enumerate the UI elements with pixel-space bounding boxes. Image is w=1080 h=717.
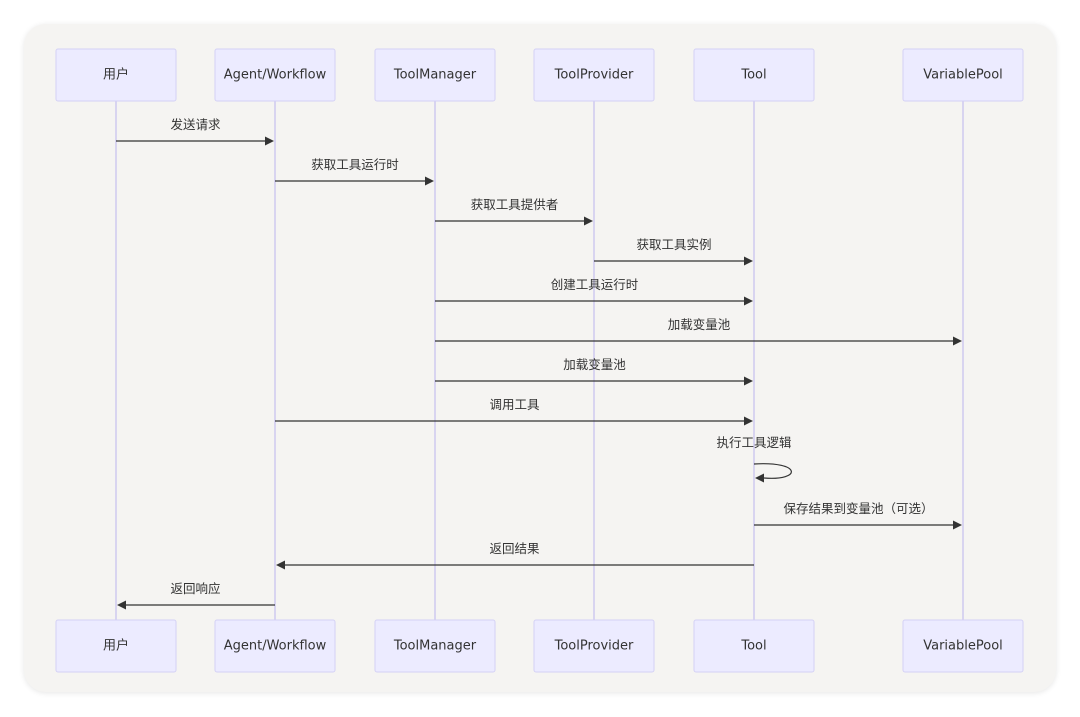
message-label: 调用工具 [489, 397, 540, 412]
arrowhead [425, 176, 434, 186]
actor-toolmanager-top: ToolManager [374, 48, 496, 102]
arrowhead [276, 560, 285, 570]
message-11: 返回结果 [276, 541, 754, 570]
actor-box [902, 48, 1024, 102]
message-label: 加载变量池 [563, 357, 626, 372]
arrowhead [744, 256, 753, 266]
actor-box [693, 619, 815, 673]
actors-bottom: 用户 Agent/Workflow ToolManager ToolProvider T… [55, 619, 1024, 673]
lifelines [115, 101, 964, 620]
arrowhead [117, 600, 126, 610]
arrowhead [265, 136, 274, 146]
message-label: 返回响应 [170, 581, 220, 596]
actor-tool-bottom: Tool [693, 619, 815, 673]
actor-box [214, 619, 336, 673]
actor-label: 用户 [103, 638, 129, 654]
message-label: 执行工具逻辑 [716, 435, 791, 450]
actor-box [533, 48, 655, 102]
message-line [753, 463, 792, 479]
message-7: 加载变量池 [435, 357, 753, 386]
diagram-card [24, 24, 1056, 692]
actor-toolprovider-top: ToolProvider [533, 48, 655, 102]
message-label: 返回结果 [489, 541, 540, 556]
message-label: 获取工具提供者 [471, 197, 559, 212]
message-label: 发送请求 [170, 117, 221, 132]
message-5: 创建工具运行时 [435, 277, 753, 306]
message-label: 创建工具运行时 [551, 277, 639, 292]
message-9: 执行工具逻辑 [716, 435, 792, 483]
messages: 发送请求获取工具运行时获取工具提供者获取工具实例创建工具运行时加载变量池加载变量… [116, 117, 962, 610]
actor-box [55, 48, 177, 102]
message-label: 获取工具实例 [636, 237, 711, 252]
actor-label: Tool [740, 639, 766, 654]
message-label: 获取工具运行时 [311, 157, 399, 172]
actor-label: VariablePool [923, 639, 1003, 654]
arrowhead [744, 376, 753, 386]
actors-top: 用户 Agent/Workflow ToolManager ToolProvider T… [55, 48, 1024, 102]
actor-variablepool-top: VariablePool [902, 48, 1024, 102]
message-1: 发送请求 [116, 117, 274, 146]
arrowhead [953, 520, 962, 530]
actor-box [374, 48, 496, 102]
arrowhead [953, 336, 962, 346]
actor-toolmanager-bottom: ToolManager [374, 619, 496, 673]
actor-label: ToolManager [393, 68, 477, 83]
actor-tool-top: Tool [693, 48, 815, 102]
actor-label: ToolProvider [554, 68, 634, 83]
arrowhead [744, 296, 753, 306]
message-label: 保存结果到变量池（可选） [783, 501, 933, 516]
arrowhead [755, 473, 764, 483]
actor-label: ToolProvider [554, 639, 634, 654]
message-8: 调用工具 [275, 397, 753, 426]
arrowhead [744, 416, 753, 426]
message-10: 保存结果到变量池（可选） [754, 501, 962, 530]
actor-label: Agent/Workflow [224, 639, 327, 654]
message-12: 返回响应 [117, 581, 275, 610]
message-label: 加载变量池 [668, 317, 731, 332]
message-2: 获取工具运行时 [275, 157, 434, 186]
message-3: 获取工具提供者 [435, 197, 593, 226]
actor-agent-top: Agent/Workflow [214, 48, 336, 102]
actor-label: Agent/Workflow [224, 68, 327, 83]
message-6: 加载变量池 [435, 317, 962, 346]
actor-user-top: 用户 [55, 48, 177, 102]
actor-label: ToolManager [393, 639, 477, 654]
actor-agent-bottom: Agent/Workflow [214, 619, 336, 673]
actor-label: VariablePool [923, 68, 1003, 83]
arrowhead [584, 216, 593, 226]
actor-box [374, 619, 496, 673]
actor-user-bottom: 用户 [55, 619, 177, 673]
actor-box [214, 48, 336, 102]
actor-label: Tool [740, 68, 766, 83]
message-4: 获取工具实例 [594, 237, 753, 266]
actor-toolprovider-bottom: ToolProvider [533, 619, 655, 673]
actor-variablepool-bottom: VariablePool [902, 619, 1024, 673]
actor-box [55, 619, 177, 673]
actor-label: 用户 [103, 67, 129, 83]
actor-box [533, 619, 655, 673]
actor-box [693, 48, 815, 102]
actor-box [902, 619, 1024, 673]
